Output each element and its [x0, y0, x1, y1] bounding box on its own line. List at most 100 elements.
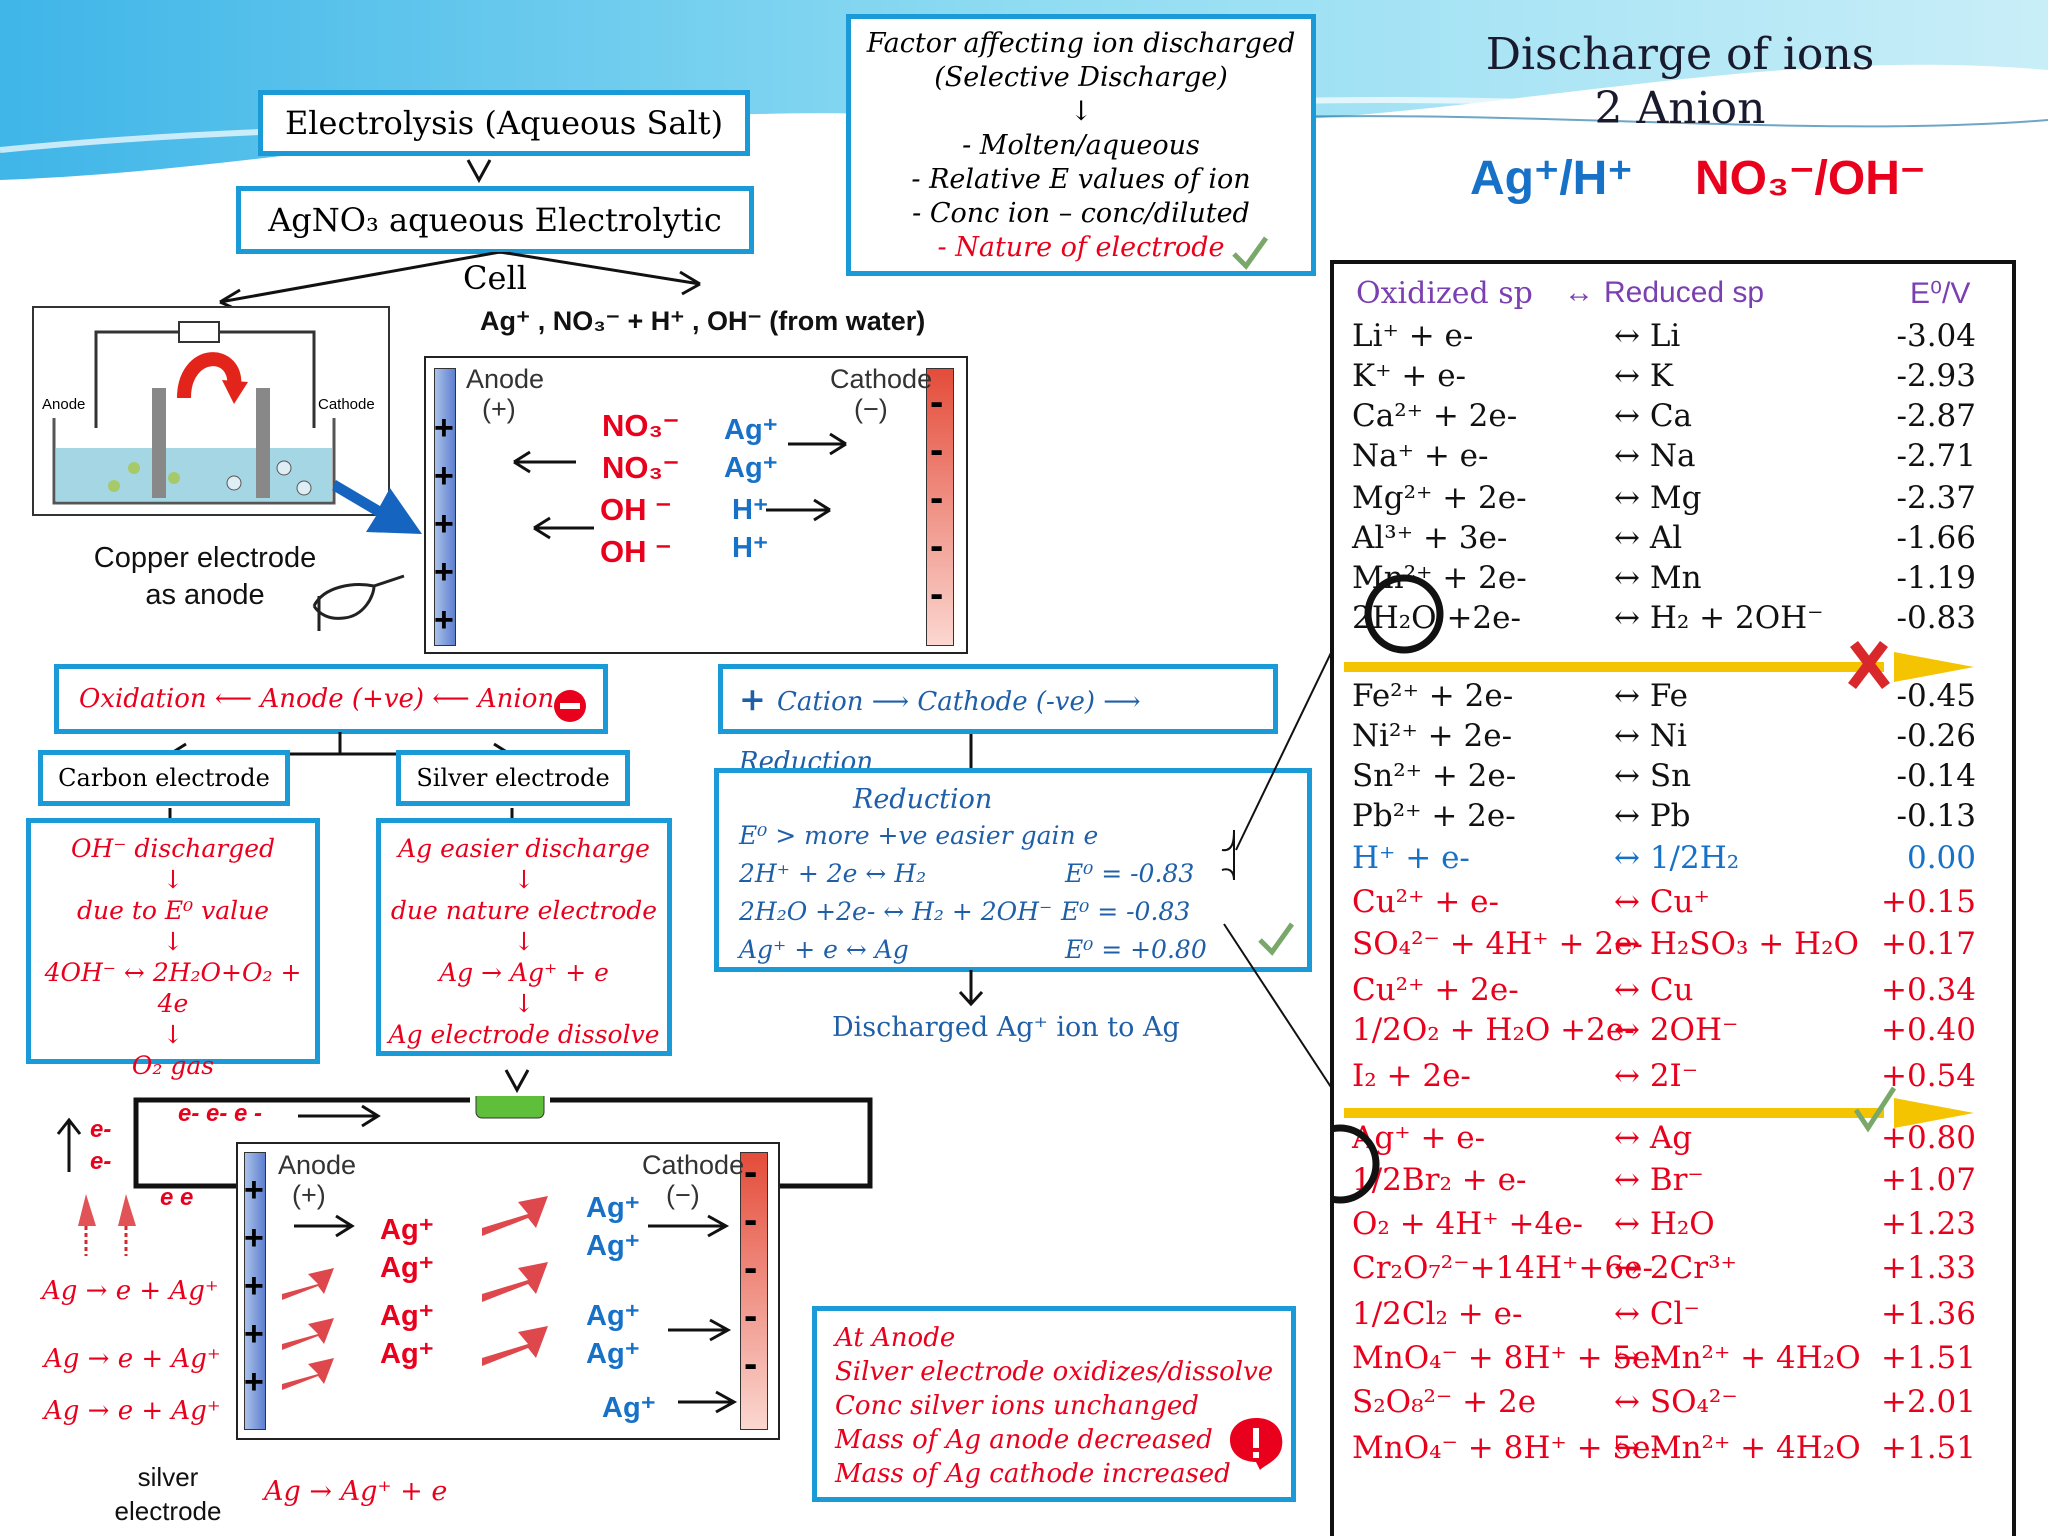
table-reduced-cell: ↔ SO₄²⁻ — [1614, 1384, 1738, 1420]
factor-arrow: ↓ — [1069, 96, 1093, 127]
table-oxidized-cell: Cr₂O₇²⁻+14H⁺+6e- — [1352, 1250, 1653, 1286]
silver-line: Ag easier discharge — [398, 834, 650, 863]
carbon-box: OH⁻ discharged ↓ due to E⁰ value ↓ 4OH⁻ … — [26, 818, 320, 1080]
cell2-arrows — [282, 1196, 738, 1414]
side-equation: Ag → e + Ag⁺ — [44, 1396, 221, 1426]
cathode-minus-signs: ----- — [744, 1150, 758, 1386]
minus-circle-icon — [554, 690, 586, 722]
table-oxidized-cell: SO₄²⁻ + 4H⁺ + 2e- — [1352, 926, 1643, 962]
down-arrow-icon: ↓ — [162, 865, 184, 894]
table-potential-cell: +0.40 — [1881, 1012, 1976, 1048]
carbon-line: due to E⁰ value — [76, 896, 270, 925]
table-potential-cell: -1.19 — [1896, 560, 1977, 596]
cell1-anode-sign: (+) — [482, 394, 516, 424]
cell1-cation: H⁺ — [732, 494, 769, 526]
cathode-minus-signs: ----- — [930, 380, 944, 616]
discharge-down-arrow — [958, 970, 984, 1007]
cell2-right-ion: Ag⁺ — [586, 1300, 640, 1332]
table-potential-cell: -2.87 — [1896, 398, 1977, 434]
factor-item: - Relative E values of ion — [911, 164, 1251, 195]
table-reduced-cell: ↔ Cu⁺ — [1614, 884, 1710, 920]
table-reduced-cell: ↔ Ni — [1614, 718, 1687, 754]
down-arrow-icon — [466, 159, 492, 184]
silver-caption-line: silver — [137, 1462, 199, 1492]
oxidation-bar: Oxidation ⟵ Anode (+ve) ⟵ Anion — [54, 664, 608, 734]
anode-text: Anode (+ve) — [260, 684, 425, 714]
cathode-electrode — [926, 368, 954, 646]
apparatus-drawing — [52, 321, 336, 505]
down-arrow-icon: ↓ — [513, 865, 535, 894]
table-potential-cell: +1.51 — [1881, 1430, 1976, 1466]
cell2-anode-label: Anode — [278, 1150, 357, 1180]
circle-marker — [1364, 574, 1444, 654]
table-reduced-cell: ↔ 2Cr³⁺ — [1614, 1250, 1737, 1286]
carbon-line: OH⁻ discharged — [70, 834, 276, 863]
table-reduced-cell: ↔ Cu — [1614, 972, 1694, 1008]
apparatus-anode-label: Anode — [42, 396, 86, 413]
title-line1: Discharge of ions — [1485, 29, 1875, 80]
left-arrow-icon: ⟵ — [432, 684, 478, 714]
cell1-anion: NO₃⁻ — [602, 450, 680, 485]
reduction-line: E⁰ > more +ve easier gain e — [739, 821, 1099, 850]
reduction-eq: 2H₂O +2e- ↔ H₂ + 2OH⁻ — [739, 897, 1053, 926]
table-potential-cell: -1.66 — [1896, 520, 1977, 556]
reduction-eq: Ag⁺ + e ↔ Ag — [739, 935, 909, 964]
caption-line2: as anode — [145, 579, 265, 611]
anion-text: Anion — [477, 684, 555, 714]
table-oxidized-cell: 1/2Cl₂ + e- — [1352, 1296, 1523, 1332]
cell2-cathode-label: Cathode — [642, 1150, 745, 1180]
electrolytic-cell-1: +++++ ----- Anode (+) Cathode (−) NO₃⁻ N… — [424, 356, 968, 654]
table-oxidized-cell: K⁺ + e- — [1352, 358, 1467, 394]
reduction-title: Reduction — [853, 784, 993, 815]
carbon-line: 4OH⁻ ↔ 2H₂O+O₂ + 4e — [44, 958, 302, 1018]
apparatus-figure: Anode Cathode — [32, 306, 390, 516]
carbon-electrode-label: Carbon electrode — [38, 750, 290, 806]
plus-icon: + — [739, 680, 777, 718]
note-line: Mass of Ag anode decreased — [835, 1425, 1213, 1455]
table-reduced-cell: ↔ 1/2H₂ — [1614, 840, 1740, 876]
right-arrow-icon: ⟶ — [1103, 687, 1141, 717]
ions-line: Ag⁺ , NO₃⁻ + H⁺ , OH⁻ (from water) — [480, 306, 926, 336]
table-oxidized-cell: Ni²⁺ + 2e- — [1352, 718, 1513, 754]
table-potential-cell: +0.15 — [1881, 884, 1976, 920]
carbon-line: O₂ gas — [131, 1051, 215, 1080]
cell1-cation: Ag⁺ — [724, 452, 778, 484]
electron-ee: e e — [160, 1184, 194, 1211]
silver-box: Ag easier discharge ↓ due nature electro… — [376, 818, 672, 1056]
check-icon — [1258, 922, 1295, 956]
electrode-potential-table: Oxidized sp ↔ Reduced sp E⁰/V Li⁺ + e-↔ … — [1330, 260, 2016, 1536]
table-oxidized-cell: Cu²⁺ + e- — [1352, 884, 1499, 920]
table-potential-cell: +2.01 — [1881, 1384, 1976, 1420]
table-potential-cell: -0.45 — [1896, 678, 1977, 714]
table-reduced-cell: ↔ Li — [1614, 318, 1681, 354]
table-potential-cell: -2.71 — [1896, 438, 1977, 474]
table-reduced-cell: ↔ Na — [1614, 438, 1696, 474]
table-potential-cell: -0.13 — [1896, 798, 1977, 834]
check-icon — [1232, 236, 1269, 270]
oxidation-text: Oxidation — [79, 684, 207, 714]
table-potential-cell: +1.51 — [1881, 1340, 1976, 1376]
blue-arrow-icon — [332, 480, 422, 534]
table-reduced-cell: ↔ Mg — [1614, 480, 1702, 516]
table-reduced-cell: ↔ Ag — [1614, 1120, 1693, 1156]
table-reduced-cell: ↔ Mn²⁺ + 4H₂O — [1614, 1340, 1861, 1376]
alert-icon — [1230, 1418, 1283, 1470]
cell1-cation: H⁺ — [732, 532, 769, 564]
silver-line: Ag electrode dissolve — [388, 1020, 660, 1049]
threshold-arrows — [1334, 574, 1974, 1204]
down-arrow-icon — [504, 1069, 530, 1094]
table-oxidized-cell: 1/2Br₂ + e- — [1352, 1162, 1527, 1198]
cell2-cathode-sign: (−) — [666, 1180, 700, 1210]
table-reduced-cell: ↔ Ca — [1614, 398, 1693, 434]
table-oxidized-cell: O₂ + 4H⁺ +4e- — [1352, 1206, 1584, 1242]
electron-up-2: e- — [90, 1148, 112, 1175]
header-oxidized: Oxidized sp — [1356, 276, 1533, 311]
header-potential: E⁰/V — [1910, 277, 1971, 310]
table-oxidized-cell: I₂ + 2e- — [1352, 1058, 1471, 1094]
table-potential-cell: +0.34 — [1881, 972, 1976, 1008]
cell1-cation: Ag⁺ — [724, 414, 778, 446]
factor-item: - Conc ion – conc/diluted — [912, 198, 1250, 229]
table-potential-cell: -0.83 — [1896, 600, 1977, 636]
table-reduced-cell: ↔ Br⁻ — [1614, 1162, 1704, 1198]
cell2-right-ion: Ag⁺ — [586, 1230, 640, 1262]
